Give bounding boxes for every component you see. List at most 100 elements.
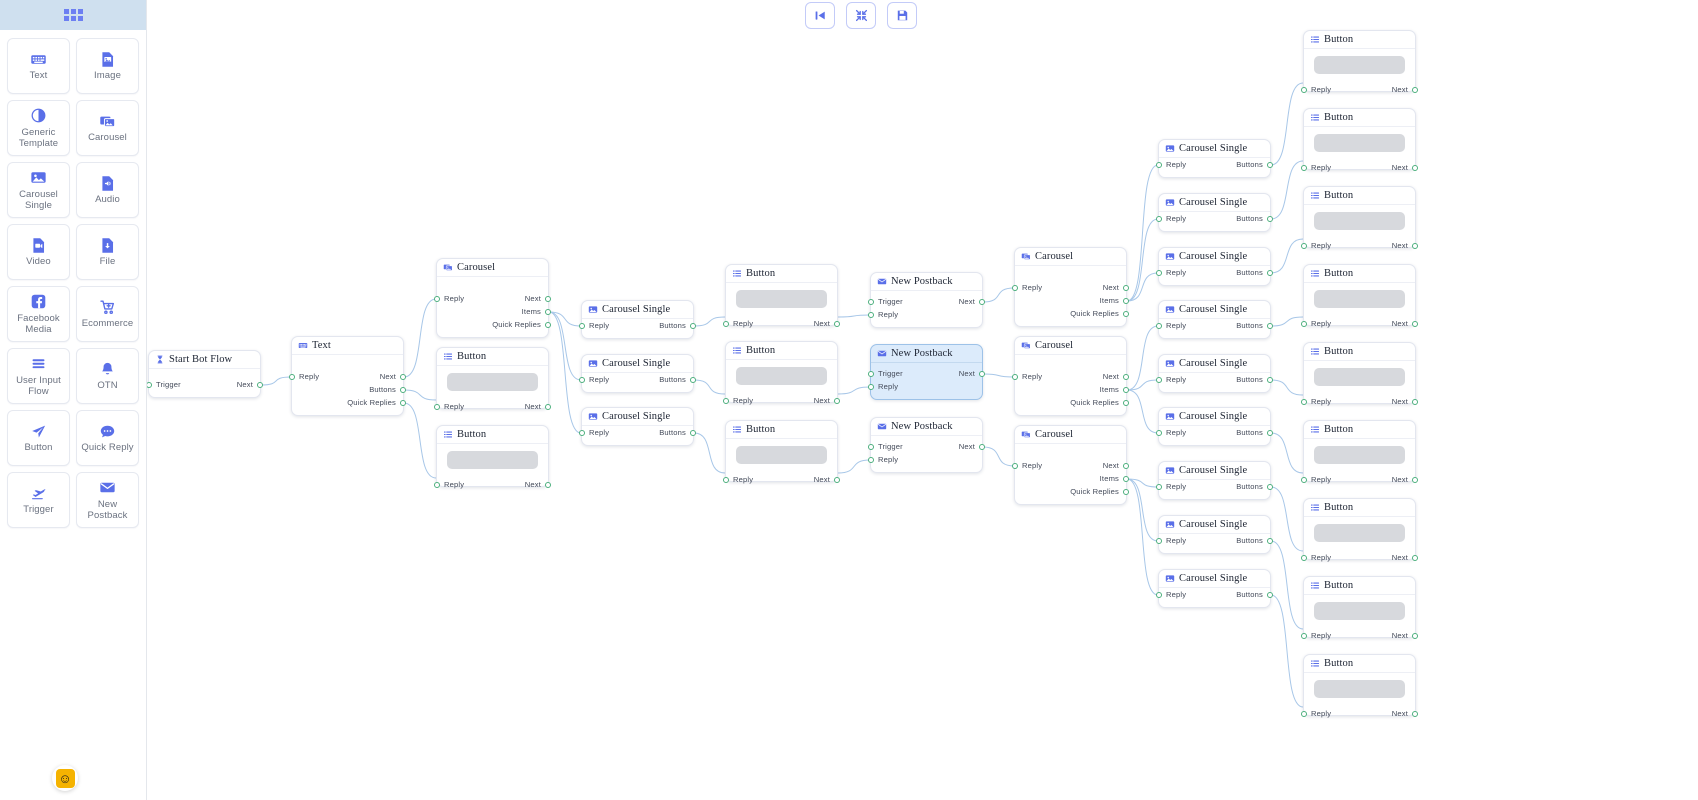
port-out-next[interactable]: Next xyxy=(1392,553,1418,562)
port-in-reply[interactable]: Reply xyxy=(1012,372,1042,381)
palette-item-file[interactable]: File xyxy=(76,224,139,280)
port-out-next[interactable]: Next xyxy=(1392,241,1418,250)
port-in-reply[interactable]: Reply xyxy=(723,396,753,405)
port-dot[interactable] xyxy=(1412,242,1418,249)
palette-item-new-postback[interactable]: New Postback xyxy=(76,472,139,528)
port-out-buttons[interactable]: Buttons xyxy=(1236,536,1273,545)
port-dot[interactable] xyxy=(690,322,696,329)
port-dot[interactable] xyxy=(545,481,551,488)
port-in-reply[interactable]: Reply xyxy=(1301,709,1331,718)
port-dot[interactable] xyxy=(1301,554,1307,561)
port-out-buttons[interactable]: Buttons xyxy=(1236,428,1273,437)
port-dot[interactable] xyxy=(1267,537,1273,544)
port-dot[interactable] xyxy=(979,298,985,305)
port-dot[interactable] xyxy=(1301,242,1307,249)
port-dot[interactable] xyxy=(1301,86,1307,93)
port-out-next[interactable]: Next xyxy=(959,369,985,378)
port-in-reply[interactable]: Reply xyxy=(579,375,609,384)
port-out-buttons[interactable]: Buttons xyxy=(369,385,406,394)
port-dot[interactable] xyxy=(545,403,551,410)
port-dot[interactable] xyxy=(1412,164,1418,171)
palette-item-ecommerce[interactable]: Ecommerce xyxy=(76,286,139,342)
port-in-reply[interactable]: Reply xyxy=(1156,214,1186,223)
port-out-items[interactable]: Items xyxy=(522,307,551,316)
port-dot[interactable] xyxy=(834,397,840,404)
port-dot[interactable] xyxy=(868,298,874,305)
palette-item-video[interactable]: Video xyxy=(7,224,70,280)
port-dot[interactable] xyxy=(979,370,985,377)
port-out-buttons[interactable]: Buttons xyxy=(1236,590,1273,599)
port-out-next[interactable]: Next xyxy=(1392,397,1418,406)
port-in-reply[interactable]: Reply xyxy=(289,372,319,381)
port-dot[interactable] xyxy=(545,295,551,302)
port-dot[interactable] xyxy=(868,383,874,390)
save-button[interactable] xyxy=(887,2,917,29)
port-dot[interactable] xyxy=(579,322,585,329)
port-dot[interactable] xyxy=(1267,591,1273,598)
port-dot[interactable] xyxy=(690,429,696,436)
port-dot[interactable] xyxy=(1267,429,1273,436)
port-in-reply[interactable]: Reply xyxy=(1301,319,1331,328)
port-out-next[interactable]: Next xyxy=(814,475,840,484)
port-out-buttons[interactable]: Buttons xyxy=(1236,268,1273,277)
port-out-quick-replies[interactable]: Quick Replies xyxy=(1070,309,1129,318)
port-dot[interactable] xyxy=(1412,320,1418,327)
port-out-items[interactable]: Items xyxy=(1100,474,1129,483)
port-in-reply[interactable]: Reply xyxy=(1156,268,1186,277)
port-in-reply[interactable]: Reply xyxy=(1156,160,1186,169)
port-in-trigger[interactable]: Trigger xyxy=(868,442,903,451)
port-in-reply[interactable]: Reply xyxy=(434,294,464,303)
port-dot[interactable] xyxy=(1123,386,1129,393)
port-dot[interactable] xyxy=(1301,164,1307,171)
palette-item-generic-template[interactable]: Generic Template xyxy=(7,100,70,156)
port-in-reply[interactable]: Reply xyxy=(1156,536,1186,545)
port-out-quick-replies[interactable]: Quick Replies xyxy=(347,398,406,407)
port-dot[interactable] xyxy=(834,476,840,483)
palette-item-carousel-single[interactable]: Carousel Single xyxy=(7,162,70,218)
port-out-buttons[interactable]: Buttons xyxy=(659,321,696,330)
port-dot[interactable] xyxy=(434,403,440,410)
port-dot[interactable] xyxy=(434,295,440,302)
port-in-reply[interactable]: Reply xyxy=(579,428,609,437)
port-dot[interactable] xyxy=(868,311,874,318)
port-dot[interactable] xyxy=(868,443,874,450)
port-in-reply[interactable]: Reply xyxy=(1301,163,1331,172)
port-dot[interactable] xyxy=(1267,376,1273,383)
port-dot[interactable] xyxy=(1301,398,1307,405)
port-in-reply[interactable]: Reply xyxy=(1012,461,1042,470)
port-out-next[interactable]: Next xyxy=(525,480,551,489)
bot-avatar[interactable]: ☺ xyxy=(52,765,78,791)
port-in-reply[interactable]: Reply xyxy=(1301,85,1331,94)
port-dot[interactable] xyxy=(868,456,874,463)
port-in-reply[interactable]: Reply xyxy=(1156,428,1186,437)
port-dot[interactable] xyxy=(1123,284,1129,291)
palette-item-quick-reply[interactable]: Quick Reply xyxy=(76,410,139,466)
port-dot[interactable] xyxy=(1267,483,1273,490)
port-dot[interactable] xyxy=(1412,632,1418,639)
palette-item-otn[interactable]: OTN xyxy=(76,348,139,404)
port-dot[interactable] xyxy=(1412,710,1418,717)
port-dot[interactable] xyxy=(1156,376,1162,383)
port-out-quick-replies[interactable]: Quick Replies xyxy=(1070,487,1129,496)
port-dot[interactable] xyxy=(1012,284,1018,291)
port-in-reply[interactable]: Reply xyxy=(1301,475,1331,484)
port-out-items[interactable]: Items xyxy=(1100,385,1129,394)
port-dot[interactable] xyxy=(1156,429,1162,436)
